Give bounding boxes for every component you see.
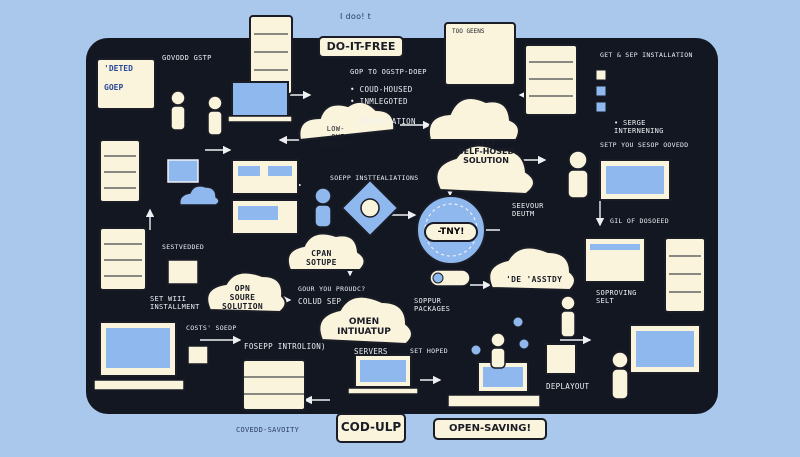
label-sestvedded: SESTVEDDED <box>162 243 205 251</box>
label-govodd-gstp: GOVODD GSTP <box>162 54 212 62</box>
label-gil-of-dosoeed: GIL OF DOSOEED <box>610 217 669 225</box>
monitor-icon <box>231 199 299 235</box>
label-cpan-sotupe: CPAN SOTUPE <box>306 249 337 267</box>
label-sopper-packages: SOPPUR PACKAGES <box>414 297 451 313</box>
person-icon <box>611 351 629 400</box>
person-icon <box>314 187 332 228</box>
label-deasstdy: 'DE 'ASSTDY <box>506 275 563 284</box>
server-rack-icon <box>99 139 141 203</box>
monitor-icon <box>167 259 199 285</box>
cloud-icon <box>488 246 576 292</box>
label-open-source: OPN SOURE SOLUTION <box>222 284 263 311</box>
cloud-small-icon <box>178 185 220 206</box>
server-tower-icon <box>664 237 706 313</box>
label-inmlecoted: • INMLEGOTED <box>350 97 408 106</box>
label-servers: SERVERS <box>354 347 388 356</box>
label-fosepp-introlion: FOSEPP INTROLION) <box>244 342 326 351</box>
desktop-computer-icon <box>93 321 185 391</box>
label-low-que: LOW- -QUE NCRESES <box>320 125 352 149</box>
monitor-icon <box>629 324 701 374</box>
label-coloud-sep: COLUD SEP <box>298 297 342 306</box>
label-sep-installation: GET & SEP INSTALLATION <box>600 51 693 59</box>
cloud-icon <box>286 232 366 271</box>
person-icon <box>170 90 186 131</box>
label-deplayout: DEPLAYOUT <box>546 382 590 391</box>
label-costs-soedp: COSTS' SOEDP <box>186 324 237 332</box>
open-saving-badge: OPEN-SAVING! <box>433 418 547 440</box>
monitor-icon <box>167 159 199 183</box>
label-coud-housed: • COUD-HOUSED <box>350 85 413 94</box>
top-right-card-title: TOO GEENS <box>452 28 485 35</box>
label-internening: • SERGE INTERNENING <box>614 119 664 135</box>
server-tower-icon <box>524 44 578 116</box>
cloud-icon <box>318 295 413 346</box>
label-tny: -TNY! <box>424 222 478 242</box>
self-hosted-title: SELF SELF-HOSED SOLUTION <box>457 138 515 166</box>
cloud-icon <box>298 100 396 142</box>
pedestal-icon <box>545 343 577 375</box>
server-stack-icon <box>242 359 306 411</box>
label-set-hoped: SET HOPED <box>410 347 448 355</box>
label-soproving-selt: SOPROVING SELT <box>596 289 637 305</box>
flower-icon <box>470 316 530 356</box>
laptop-icon <box>347 354 419 395</box>
title-badge: DO-IT-FREE <box>318 36 404 58</box>
diamond-hub-icon <box>340 178 400 238</box>
left-sticky-text-2: GOEP <box>104 83 124 92</box>
person-icon <box>567 150 589 199</box>
monitor-icon <box>231 159 299 195</box>
label-installation: INSTALLATION <box>358 117 416 126</box>
label-set-installment: SET WIII INSTALLMENT <box>150 295 200 311</box>
person-icon <box>560 295 576 338</box>
cloud-icon <box>428 97 520 141</box>
left-sticky-text-1: 'DETED <box>104 64 133 73</box>
label-covedd-savoity: COVEDD-SAVOITY <box>236 426 300 434</box>
document-window-icon <box>584 237 646 283</box>
top-handwriting: I doo! t <box>340 12 372 21</box>
label-gour-you-proudc: GOUR YOU PROUDC? <box>298 285 366 293</box>
laptop-icon <box>447 361 541 408</box>
label-sevvour-deutm: SEEVOUR DEUTM <box>512 202 544 218</box>
label-setp-you-sesop: SETP YOU SESOP OOVEDD <box>600 141 689 149</box>
status-icons <box>595 69 607 113</box>
cloud-icon <box>206 271 287 314</box>
toggle-switch-icon <box>429 269 471 287</box>
laptop-icon <box>227 81 293 123</box>
label-omen-intuatup: OMEN INTIUATUP <box>337 317 391 338</box>
box-icon <box>187 345 209 365</box>
person-icon <box>490 332 506 369</box>
server-rack-icon <box>99 227 147 291</box>
top-right-card: TOO GEENS <box>444 22 516 86</box>
label-soepp-installations: SOEPP INSTTEALIATIONS <box>330 174 419 182</box>
left-sticky-note: 'DETED GOEP <box>96 58 156 110</box>
monitor-icon <box>599 159 671 201</box>
person-icon <box>207 95 223 136</box>
cloud-icon <box>435 144 535 196</box>
cod-ulp-badge: COD-ULP <box>336 413 406 443</box>
label-gop-to-ogstp: GOP TO OGSTP-DOEP <box>350 68 427 76</box>
